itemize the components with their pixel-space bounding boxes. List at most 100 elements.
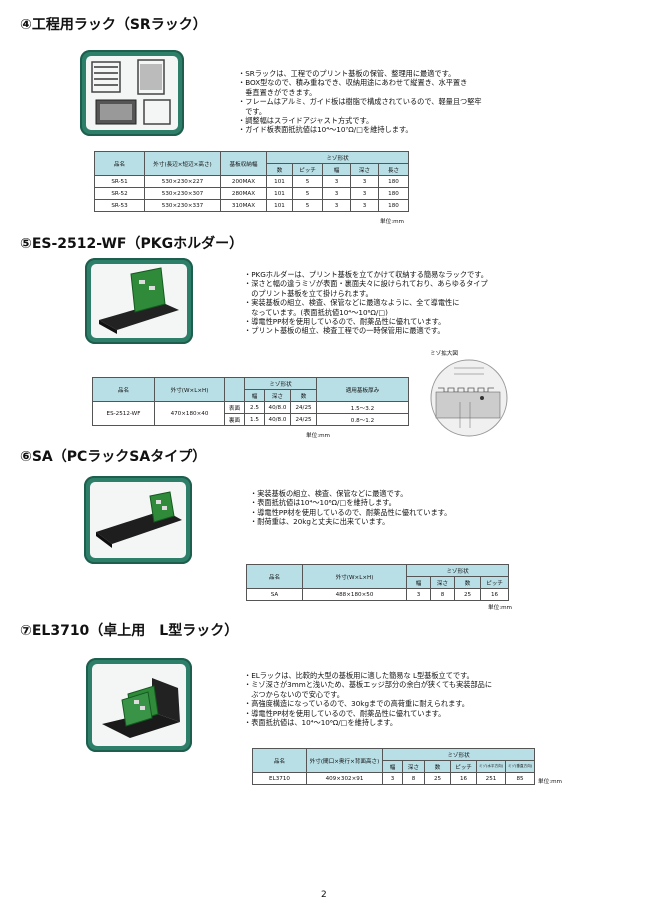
unit-label: 単位:mm [306,433,330,439]
sr-rack-photo [80,50,184,136]
table-cell: 280MAX [220,187,267,200]
table-header: 適用基板厚み [316,377,409,402]
table-cell: 3 [350,187,379,200]
table-header: 品名 [92,377,155,402]
table-header: ミゾ(垂直方向) [504,760,536,773]
table-header: 数 [454,576,481,589]
table-cell: 40/8.0 [264,413,291,426]
bullet-line: ・フレームはアルミ、ガイド板は樹脂で構成されているので、軽量且つ堅牢 [238,97,482,107]
table-header: 幅 [322,163,351,176]
table-cell: 5 [292,199,323,212]
groove-diagram-label: ミゾ拡大図 [430,351,458,357]
table-cell: SR-53 [94,199,145,212]
table-cell: SR-52 [94,187,145,200]
table-cell: 24/25 [290,401,317,414]
table-group-header: ミゾ形状 [405,564,510,577]
table-cell: 251 [476,772,506,785]
table-cell: 40/8.0 [264,401,291,414]
table-cell: 310MAX [220,199,267,212]
bullet-line: ぶつからないので安心です。 [244,689,344,699]
bullet-line: ・耐荷重は、20kgと丈夫に出来ています。 [250,517,390,527]
table-header: 深さ [350,163,379,176]
bullet-line: ・調整幅はスライドアジャスト方式です。 [238,116,374,126]
table-cell: 0.8～1.2 [316,413,409,426]
unit-label: 単位:mm [538,779,562,785]
table-row: SR-51 530×230×227 200MAX 101 5 3 3 180 [94,175,410,188]
table-header: 品名 [252,748,307,773]
table-header: ピッチ [450,760,477,773]
table-header: 外寸(長辺×短辺×高さ) [144,151,221,176]
bullet-line: ・プリント基板の組立、検査工程での一時保管用に最適です。 [244,326,445,336]
table-cell: 470×180×40 [154,401,225,426]
table-cell: ES-2512-WF [92,401,155,426]
table-header: 深さ [264,389,291,402]
bullet-line: ・SRラックは、工程でのプリント基板の保管、整理用に最適です。 [238,69,456,78]
sa-rack-photo [84,476,192,564]
bullet-line: なっています。(表面抵抗値10⁴～10⁶Ω/□) [244,307,388,317]
table-cell: 488×180×50 [302,588,407,601]
table-cell: 530×230×307 [144,187,221,200]
bullet-line: ・表面抵抗値は10⁴～10⁶Ω/□を維持します。 [250,498,396,508]
table-header: ピッチ [479,576,510,589]
table-header: 基板収納幅 [220,151,267,176]
table-group-header: ミゾ形状 [244,377,317,390]
sr-rack-spec-table: 品名 外寸(長辺×短辺×高さ) 基板収納幅 ミゾ形状 数 ピッチ 幅 深さ 長さ… [94,151,410,212]
el-rack-spec-table: 品名 外寸(間口×奥行×背面高さ) ミゾ形状 幅 深さ 数 ピッチ ミゾ(水平方… [252,748,536,785]
bullet-line: ・PKGホルダーは、プリント基板を立てかけて収納する簡易なラックです。 [244,270,488,279]
table-cell: 180 [377,175,410,188]
unit-label: 単位:mm [488,605,512,611]
table-header: ミゾ(水平方向) [476,760,506,773]
page-number: 2 [321,890,327,900]
table-header: 数 [266,163,293,176]
table-row: 裏面 1.5 40/8.0 24/25 0.8～1.2 [93,413,409,426]
bullet-line: ・ELラックは、比較的大型の基板用に適した簡易な L型基板立てです。 [244,671,474,680]
table-header: 長さ [377,163,410,176]
table-header: 幅 [244,389,265,402]
table-row: SR-53 530×230×337 310MAX 101 5 3 3 180 [94,199,410,212]
table-cell: 8 [402,772,425,785]
table-cell: 16 [450,772,477,785]
sr-rack-description: ・SRラックは、工程でのプリント基板の保管、整理用に最適です。 ・BOX型なので… [238,69,482,135]
bullet-line: ・実装基板の組立、検査、保管などに最適です。 [250,489,408,498]
table-cell: 16 [479,588,510,601]
table-cell: 3 [350,199,379,212]
table-row: ES-2512-WF 470×180×40 表面 2.5 40/8.0 24/2… [92,401,409,426]
pkg-holder-description: ・PKGホルダーは、プリント基板を立てかけて収納する簡易なラックです。 ・深さと… [244,270,488,336]
bullet-line: ・表面抵抗値は、10⁴～10⁶Ω/□を維持します。 [244,718,398,728]
section-title-pkg-holder: ⑤ES-2512-WF（PKGホルダー） [20,236,244,252]
table-header: 品名 [94,151,145,176]
table-cell: SR-51 [94,175,145,188]
table-header [224,377,245,402]
table-header: 深さ [402,760,425,773]
table-cell: 2.5 [244,401,265,414]
table-header: 数 [290,389,317,402]
table-cell: 5 [292,187,323,200]
sa-rack-description: ・実装基板の組立、検査、保管などに最適です。 ・表面抵抗値は10⁴～10⁶Ω/□… [250,489,451,527]
table-cell: 25 [454,588,481,601]
unit-label: 単位:mm [380,219,404,225]
table-cell: 5 [292,175,323,188]
bullet-line: 垂直置きができます。 [238,87,317,97]
table-row: EL3710 409×302×91 3 8 25 16 251 85 [252,772,536,785]
table-group-header: ミゾ形状 [265,151,410,164]
table-cell: 3 [350,175,379,188]
table-cell: 3 [322,175,351,188]
section-title-el-rack: ⑦EL3710（卓上用 L型ラック） [20,623,239,639]
table-cell: 101 [266,187,293,200]
table-cell: 200MAX [220,175,267,188]
table-cell: SA [246,588,303,601]
bullet-line: ・深さと幅の違うミゾが表面・裏面夫々に設けられており、あらゆるタイプ [244,279,488,289]
table-header: ピッチ [292,163,323,176]
table-cell: 180 [377,187,410,200]
table-cell: 裏面 [224,413,245,426]
table-cell: 1.5～3.2 [316,401,409,414]
bullet-line: ・導電性PP材を使用しているので、耐薬品性に優れています。 [250,507,452,517]
sa-rack-spec-table: 品名 外寸(W×L×H) ミゾ形状 幅 深さ 数 ピッチ SA 488×180×… [246,564,510,601]
table-cell: 101 [266,175,293,188]
table-cell: 8 [430,588,455,601]
bullet-line: ・導電性PP材を使用しているので、耐薬品性に優れています。 [244,708,446,718]
table-cell: 530×230×227 [144,175,221,188]
groove-detail-diagram [424,358,514,442]
table-cell: 3 [322,199,351,212]
table-header: 外寸(間口×奥行×背面高さ) [306,748,383,773]
